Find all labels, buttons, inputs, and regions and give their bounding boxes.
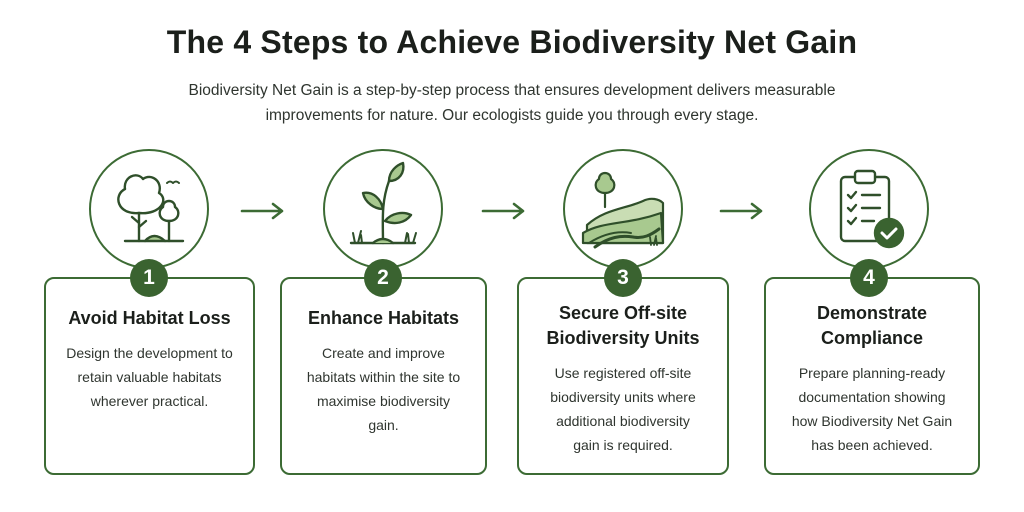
step-2-description: Create and improve habitats within the s… — [306, 345, 461, 433]
step-2-icon-circle — [323, 149, 443, 269]
sprout-icon — [349, 161, 417, 245]
step-3-title: Secure Off-site Biodiversity Units — [546, 303, 700, 348]
landscape-icon — [581, 171, 665, 249]
arrow-right-icon — [719, 202, 763, 220]
step-3-icon-circle — [563, 149, 683, 269]
step-1-description: Design the development to retain valuabl… — [66, 345, 233, 409]
step-2-number-badge: 2 — [364, 259, 402, 297]
step-1-number-badge: 1 — [130, 259, 168, 297]
step-1-card: Avoid Habitat Loss Design the developmen… — [44, 277, 255, 475]
step-1-icon-circle — [89, 149, 209, 269]
trees-icon — [117, 174, 185, 243]
step-3-description: Use registered off-site biodiversity uni… — [550, 365, 696, 453]
step-3-number-badge: 3 — [604, 259, 642, 297]
page-subtitle: Biodiversity Net Gain is a step-by-step … — [188, 82, 836, 124]
step-2-title: Enhance Habitats — [307, 308, 460, 328]
step-4-number-badge: 4 — [850, 259, 888, 297]
step-4-description: Prepare planning-ready documentation sho… — [791, 365, 953, 453]
step-3-card: Secure Off-site Biodiversity Units Use r… — [517, 277, 729, 475]
step-4-title: Demonstrate Compliance — [816, 303, 928, 348]
clipboard-check-icon — [839, 169, 905, 249]
step-4-card: Demonstrate Compliance Prepare planning-… — [764, 277, 980, 475]
page-title: The 4 Steps to Achieve Biodiversity Net … — [166, 24, 858, 60]
arrow-right-icon — [240, 202, 284, 220]
step-1-title: Avoid Habitat Loss — [68, 308, 231, 328]
arrow-right-icon — [481, 202, 525, 220]
step-4-icon-circle — [809, 149, 929, 269]
step-2-card: Enhance Habitats Create and improve habi… — [280, 277, 487, 475]
